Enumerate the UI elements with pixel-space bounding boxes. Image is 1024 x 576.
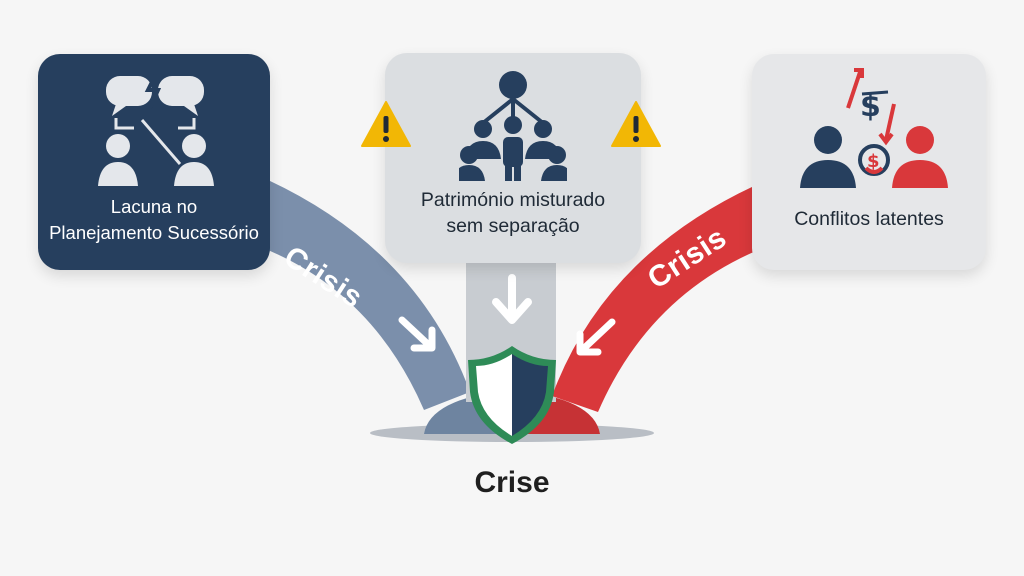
family-hierarchy-icon	[459, 71, 567, 181]
flow-right-band	[552, 186, 768, 412]
flow-left-band	[258, 180, 470, 410]
card-mixed-assets-label: Património misturado sem separação	[420, 189, 606, 237]
card-latent-conflicts-label: Conflitos latentes	[794, 208, 944, 230]
flow-middle-arrow-icon	[492, 274, 532, 324]
flow-left-arrow-icon	[398, 316, 436, 352]
card-succession-gap-label: Lacuna no Planejamento Sucessório	[49, 196, 259, 243]
shield-icon	[468, 346, 556, 444]
conflict-people-icon: $ $	[800, 68, 948, 188]
svg-text:$: $	[867, 151, 880, 172]
broken-communication-icon	[98, 73, 214, 186]
card-succession-gap: Lacuna no Planejamento Sucessório	[38, 54, 270, 270]
warning-right-icon	[611, 101, 661, 147]
warning-left-icon	[361, 101, 411, 147]
card-mixed-assets: Património misturado sem separação	[385, 53, 641, 263]
flow-right-arrow-icon	[576, 318, 616, 356]
result-label: Crise	[474, 466, 550, 499]
card-latent-conflicts: $ $ Conflitos latentes	[752, 54, 986, 270]
svg-text:$: $	[860, 89, 881, 124]
